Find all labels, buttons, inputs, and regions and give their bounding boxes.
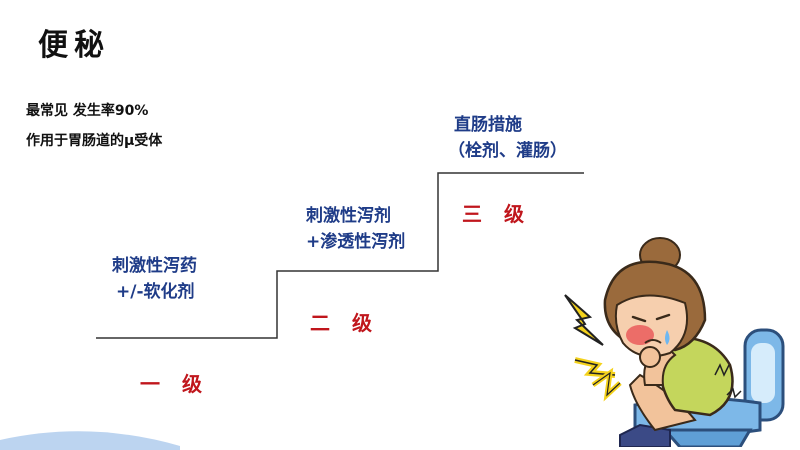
step-2-line-1: 刺激性泻剂 [306,206,391,226]
step-3-line-2: （栓剂、灌肠） [448,141,567,162]
level-1-label: 一级 [140,372,224,396]
step-1-line-1: 刺激性泻药 [112,256,197,276]
step-3-line-1: 直肠措施 [454,115,522,135]
note-mechanism: 作用于胃肠道的μ受体 [26,133,163,149]
stair-outline [96,172,584,339]
note-incidence: 最常见 发生率90% [26,103,149,119]
level-2-label: 二级 [310,311,394,335]
step-3-text: 直肠措施 （栓剂、灌肠） [448,112,567,165]
step-2-text: 刺激性泻剂 +渗透性泻剂 [306,203,405,256]
step-2-line-2: +渗透性泻剂 [306,232,406,253]
step-1-text: 刺激性泻药 +/-软化剂 [112,253,197,306]
page-title: 便秘 [38,28,110,63]
step-1-line-2: +/-软化剂 [116,282,195,303]
constipation-illustration-icon [564,237,785,447]
corner-wave [0,431,180,450]
level-3-label: 三级 [462,202,546,226]
